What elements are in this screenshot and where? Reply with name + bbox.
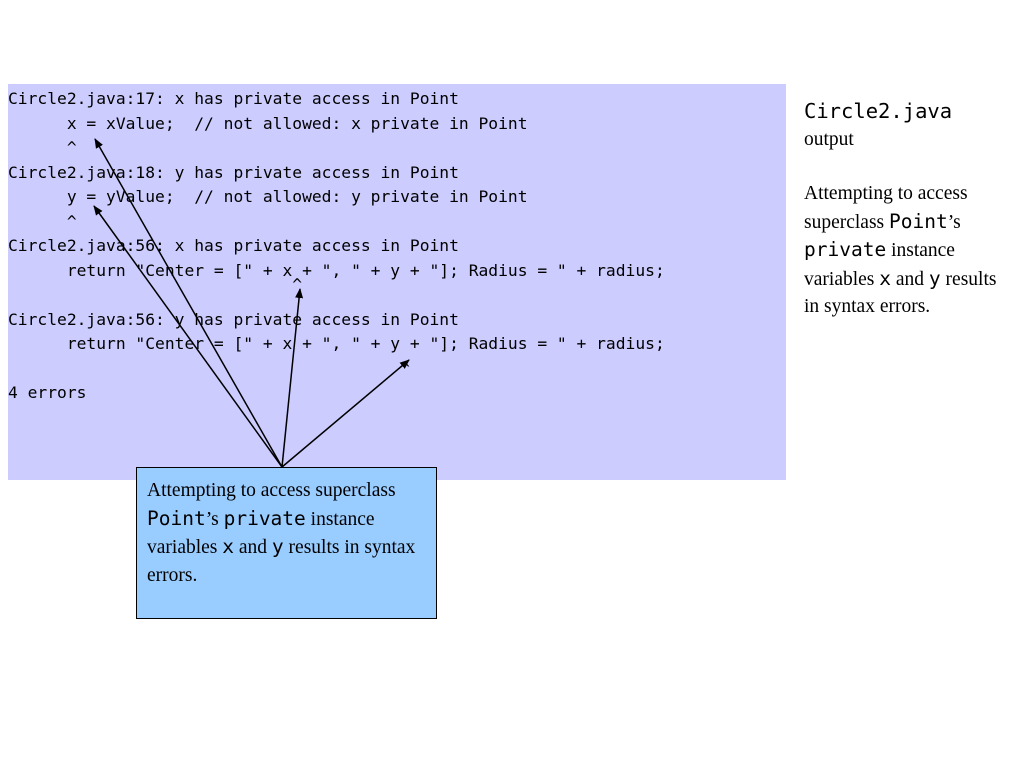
callout-text-4: and xyxy=(234,537,272,558)
caption-text-3: instance variables xyxy=(804,240,955,290)
callout-text-3: instance variables xyxy=(147,508,375,559)
caption-title: Circle2.java xyxy=(804,99,953,123)
error-line-2: Circle2.java:18: y has private access in… xyxy=(8,163,459,182)
callout-var-y: y xyxy=(271,535,284,558)
error-line-4: Circle2.java:56: y has private access in… xyxy=(8,310,459,329)
caret-line-1: ^ xyxy=(8,138,77,157)
caption-var-x: x xyxy=(879,266,892,290)
callout-class-name: Point xyxy=(147,506,206,530)
arrow-to-second-caret xyxy=(93,205,283,468)
error-line-1: Circle2.java:17: x has private access in… xyxy=(8,89,459,108)
arrow-to-x-caret xyxy=(281,288,304,468)
callout-text-2: ’s xyxy=(205,508,224,530)
side-caption: Circle2.java output Attempting to access… xyxy=(804,98,1014,321)
source-line-1: x = xValue; // not allowed: x private in… xyxy=(8,114,528,133)
caption-subtitle: output xyxy=(804,128,854,150)
callout-text-5: results in syntax errors. xyxy=(147,537,416,586)
caption-text-1: Attempting to access superclass xyxy=(804,183,968,233)
caption-class-name: Point xyxy=(889,209,948,233)
arrow-to-y-caret xyxy=(281,359,410,468)
source-line-4: return "Center = [" + x + ", " + y + "];… xyxy=(8,334,665,353)
callout-box: Attempting to access superclass Point’s … xyxy=(136,467,437,619)
caption-text-5: results in syntax errors. xyxy=(804,268,997,318)
callout-keyword: private xyxy=(223,506,306,530)
caret-line-2: ^ xyxy=(8,212,77,231)
error-count: 4 errors xyxy=(8,383,87,402)
compiler-output-panel: Circle2.java:17: x has private access in… xyxy=(8,84,786,480)
caption-var-y: y xyxy=(928,266,941,290)
callout-description: Attempting to access superclass Point’s … xyxy=(147,477,428,589)
source-line-3: return "Center = [" + x + ", " + y + "];… xyxy=(8,261,665,280)
source-line-2: y = yValue; // not allowed: y private in… xyxy=(8,187,528,206)
caption-description: Attempting to access superclass Point’s … xyxy=(804,180,1014,321)
caret-line-3: ^ xyxy=(8,275,303,294)
caption-keyword: private xyxy=(804,238,887,261)
caption-text-2: ’s xyxy=(947,211,961,233)
callout-text-1: Attempting to access superclass xyxy=(147,480,396,501)
caption-text-4: and xyxy=(891,268,929,290)
arrow-to-first-caret xyxy=(94,138,283,468)
callout-var-x: x xyxy=(222,535,235,558)
